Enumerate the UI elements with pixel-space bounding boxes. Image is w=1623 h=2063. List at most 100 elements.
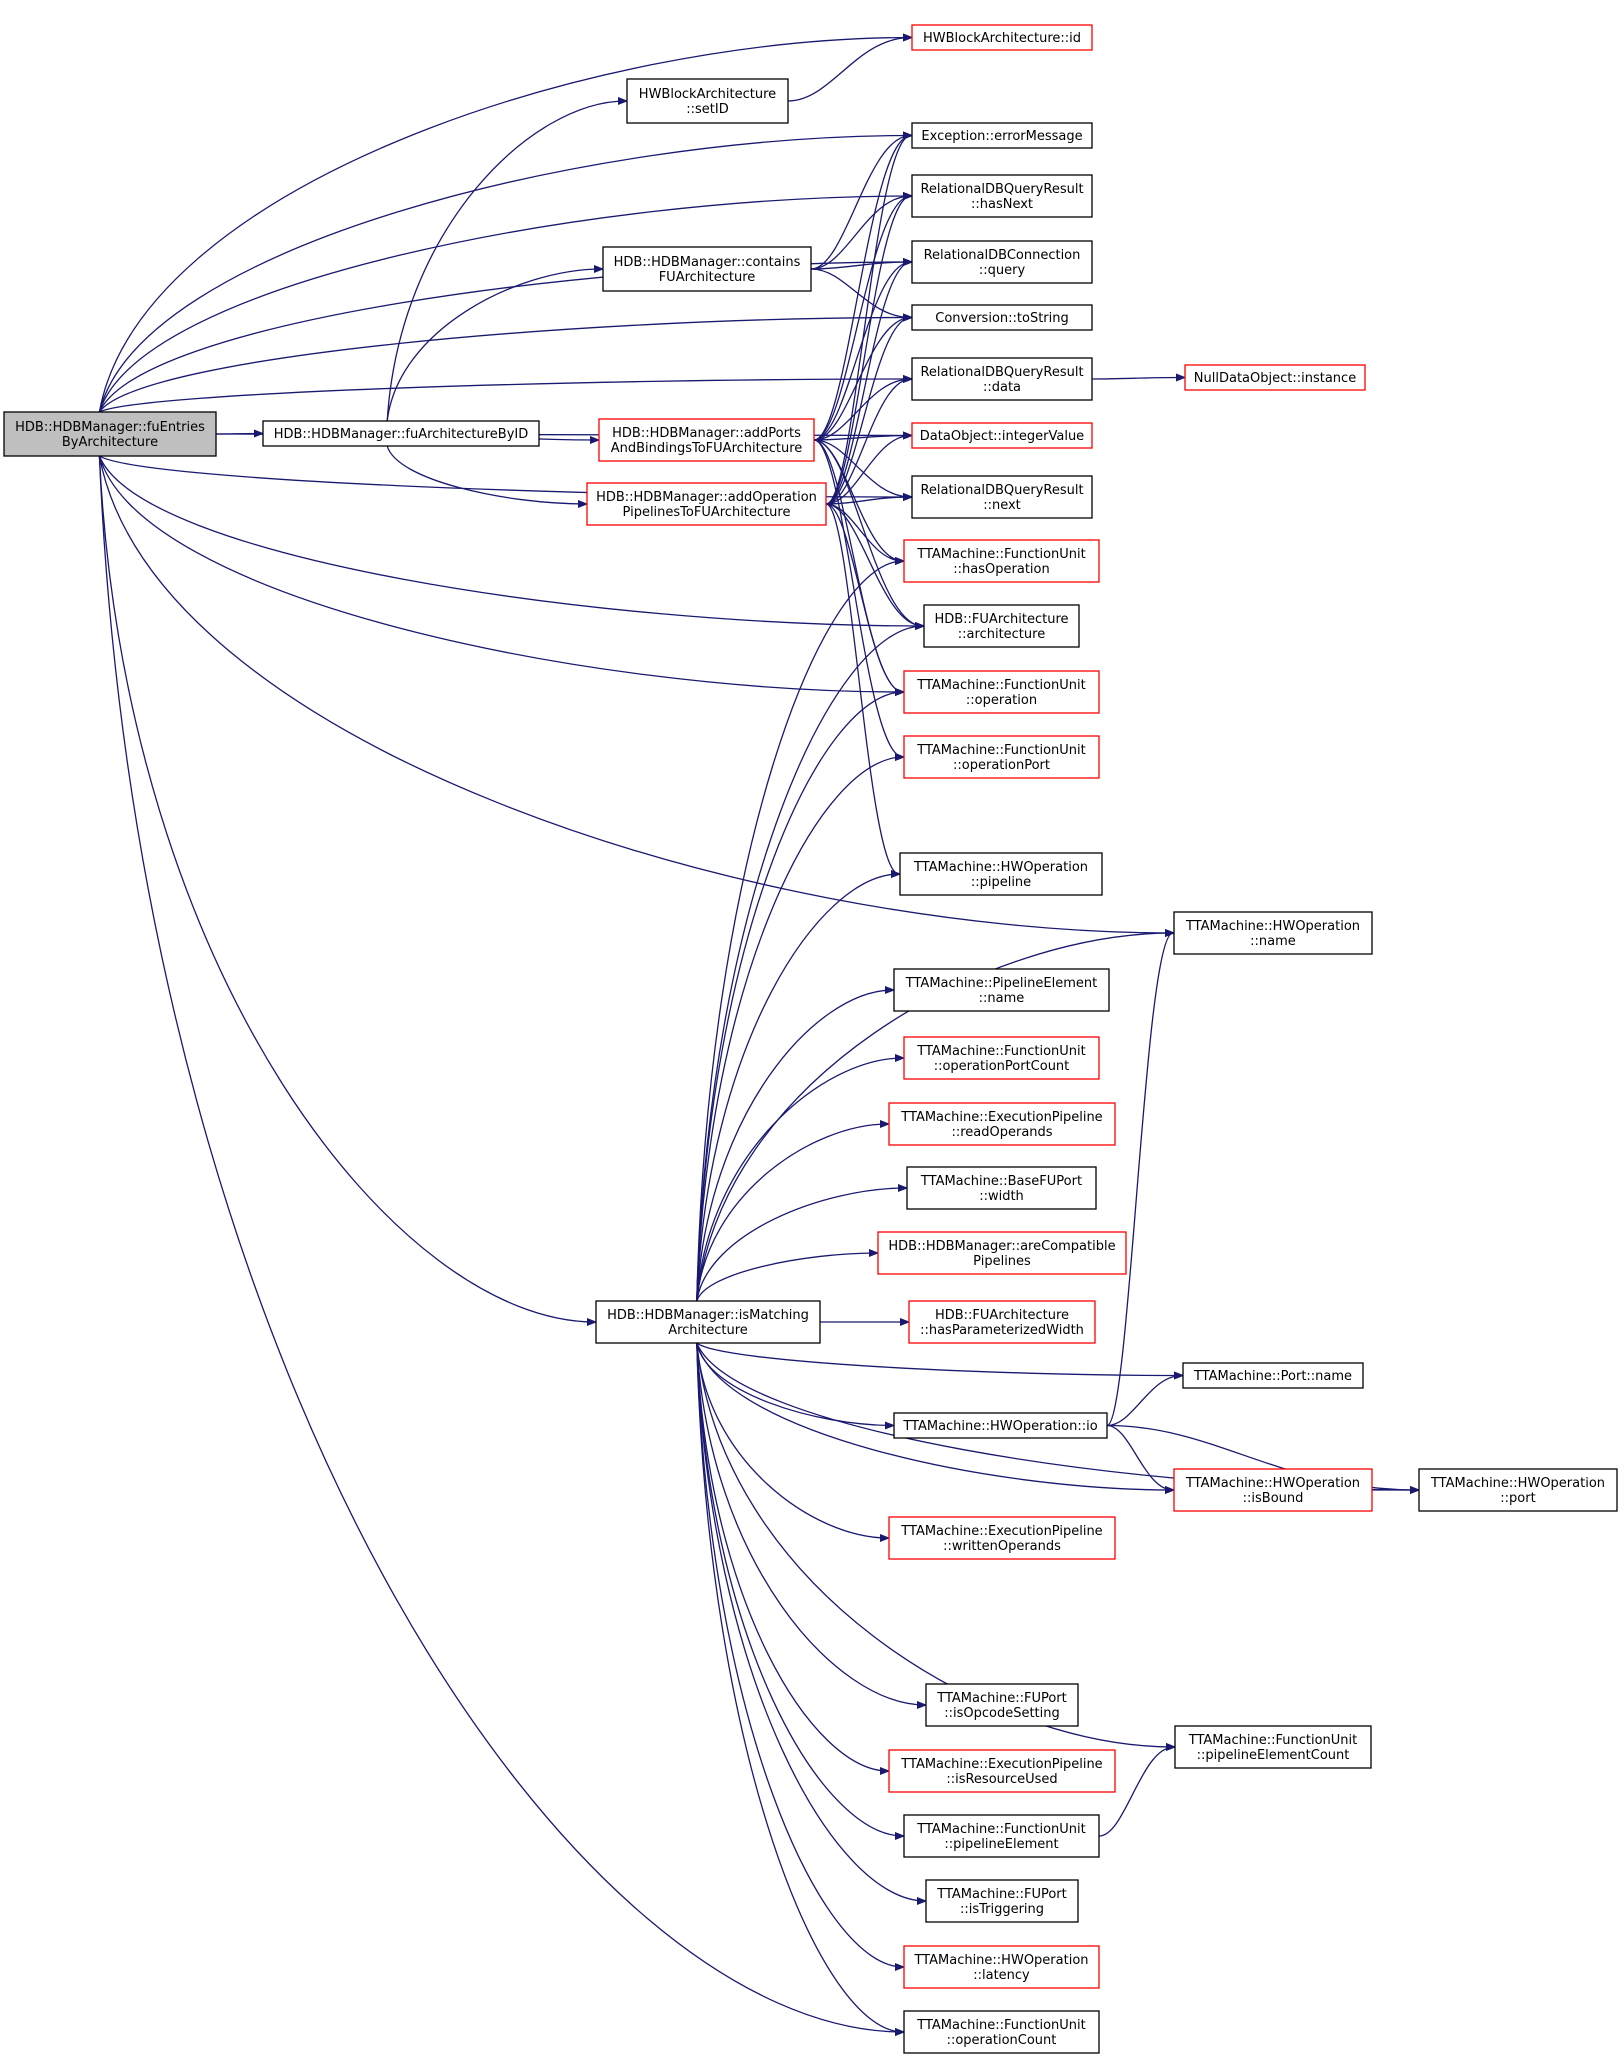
node-label: ::query — [979, 263, 1026, 278]
node-data[interactable]: RelationalDBQueryResult::data — [911, 357, 1093, 401]
node-bfWidth[interactable]: TTAMachine::BaseFUPort::width — [906, 1166, 1097, 1210]
edge-addPipes-to-errMsg — [825, 136, 911, 505]
node-label: NullDataObject::instance — [1194, 371, 1356, 386]
edge-fuArchById-to-hwSetId — [386, 101, 626, 422]
node-box — [888, 1102, 1116, 1146]
node-writtenOps[interactable]: TTAMachine::ExecutionPipeline::writtenOp… — [888, 1516, 1116, 1560]
node-label: HDB::HDBManager::fuArchitectureByID — [274, 427, 529, 442]
node-label: HDB::HDBManager::contains — [614, 255, 801, 270]
node-pipeline[interactable]: TTAMachine::HWOperation::pipeline — [899, 852, 1103, 896]
edge-hwIo-to-hwOpName — [1106, 933, 1173, 1427]
node-hwPort[interactable]: TTAMachine::HWOperation::port — [1418, 1468, 1618, 1512]
node-label: ::hasParameterizedWidth — [920, 1323, 1084, 1338]
node-label: RelationalDBQueryResult — [920, 483, 1083, 498]
edge-addPipes-to-intValue — [825, 436, 911, 505]
node-hwId[interactable]: HWBlockArchitecture::id — [911, 24, 1093, 51]
node-isBound[interactable]: TTAMachine::HWOperation::isBound — [1173, 1468, 1373, 1512]
edge-isMatching-to-opPort — [696, 757, 903, 1302]
node-label: TTAMachine::ExecutionPipeline — [900, 1757, 1102, 1772]
node-peName[interactable]: TTAMachine::PipelineElement::name — [893, 968, 1110, 1012]
node-fuArch[interactable]: HDB::FUArchitecture::architecture — [923, 604, 1080, 648]
node-label: ::operation — [966, 693, 1037, 708]
node-box — [598, 418, 815, 462]
node-isTrig[interactable]: TTAMachine::FUPort::isTriggering — [925, 1879, 1079, 1923]
node-label: ::operationPortCount — [934, 1059, 1070, 1074]
edge-isMatching-to-pipeElem — [696, 1342, 903, 1836]
edge-isMatching-to-hwOpName — [696, 933, 1173, 1302]
node-box — [903, 1945, 1100, 1989]
node-portName[interactable]: TTAMachine::Port::name — [1182, 1362, 1364, 1389]
node-label: HDB::HDBManager::fuEntries — [15, 420, 205, 435]
node-opPortCount[interactable]: TTAMachine::FunctionUnit::operationPortC… — [903, 1036, 1100, 1080]
node-box — [903, 2010, 1100, 2054]
node-readOps[interactable]: TTAMachine::ExecutionPipeline::readOpera… — [888, 1102, 1116, 1146]
node-label: ::readOperands — [951, 1125, 1052, 1140]
node-label: Pipelines — [973, 1254, 1031, 1269]
node-label: ::latency — [973, 1968, 1030, 1983]
edge-addPipes-to-toString — [825, 318, 911, 505]
edge-addPorts-to-intValue — [813, 436, 911, 441]
node-latency[interactable]: TTAMachine::HWOperation::latency — [903, 1945, 1100, 1989]
node-label: TTAMachine::PipelineElement — [905, 976, 1097, 991]
edge-addPorts-to-hasNext — [813, 196, 911, 441]
node-next[interactable]: RelationalDBQueryResult::next — [911, 475, 1093, 519]
node-label: HDB::HDBManager::areCompatible — [888, 1239, 1115, 1254]
node-peCount[interactable]: TTAMachine::FunctionUnit::pipelineElemen… — [1174, 1725, 1372, 1769]
node-hwOpName[interactable]: TTAMachine::HWOperation::name — [1173, 911, 1373, 955]
node-label: ::isTriggering — [960, 1902, 1044, 1917]
node-label: ::writtenOperands — [943, 1539, 1061, 1554]
node-hasParam[interactable]: HDB::FUArchitecture::hasParameterizedWid… — [908, 1300, 1096, 1344]
node-intValue[interactable]: DataObject::integerValue — [911, 422, 1093, 449]
edge-isMatching-to-opCount — [696, 1342, 903, 2032]
node-label: TTAMachine::FunctionUnit — [916, 743, 1085, 758]
node-addPipes[interactable]: HDB::HDBManager::addOperationPipelinesTo… — [586, 482, 827, 526]
edge-addPorts-to-opPort — [813, 439, 903, 757]
node-box — [906, 1166, 1097, 1210]
edge-addPipes-to-hasNext — [825, 196, 911, 505]
node-fuArchById[interactable]: HDB::HDBManager::fuArchitectureByID — [262, 420, 540, 447]
node-toString[interactable]: Conversion::toString — [911, 304, 1093, 331]
node-nullInst[interactable]: NullDataObject::instance — [1184, 364, 1366, 391]
node-label: FUArchitecture — [659, 270, 756, 285]
node-opPort[interactable]: TTAMachine::FunctionUnit::operationPort — [903, 735, 1100, 779]
edges-layer — [98, 38, 1418, 2033]
node-label: ::operationCount — [947, 2033, 1057, 2048]
node-isResUsed[interactable]: TTAMachine::ExecutionPipeline::isResourc… — [888, 1749, 1116, 1793]
node-hasOp[interactable]: TTAMachine::FunctionUnit::hasOperation — [903, 539, 1100, 583]
node-hasNext[interactable]: RelationalDBQueryResult::hasNext — [911, 174, 1093, 218]
edge-isMatching-to-peCount — [696, 1342, 1174, 1747]
node-query[interactable]: RelationalDBConnection::query — [911, 240, 1093, 284]
edge-root-to-fuArch — [98, 455, 923, 626]
node-hwIo[interactable]: TTAMachine::HWOperation::io — [893, 1412, 1108, 1439]
edge-addPipes-to-operation — [825, 503, 903, 692]
node-label: ::setID — [686, 102, 728, 117]
edge-addPipes-to-pipeline — [825, 503, 899, 874]
edge-isMatching-to-hasOp — [696, 561, 903, 1302]
node-isOpcode[interactable]: TTAMachine::FUPort::isOpcodeSetting — [925, 1683, 1079, 1727]
node-pipeElem[interactable]: TTAMachine::FunctionUnit::pipelineElemen… — [903, 1814, 1100, 1858]
edge-root-to-hwId — [98, 38, 911, 413]
node-label: ByArchitecture — [62, 435, 158, 450]
node-label: TTAMachine::FUPort — [936, 1887, 1066, 1902]
node-label: ::name — [1250, 934, 1296, 949]
node-box — [911, 24, 1093, 51]
node-label: ::pipeline — [971, 875, 1031, 890]
edge-root-to-hwOpName — [98, 455, 1173, 933]
node-label: ::data — [983, 380, 1021, 395]
node-box — [903, 539, 1100, 583]
node-opCount[interactable]: TTAMachine::FunctionUnit::operationCount — [903, 2010, 1100, 2054]
edge-hwIo-to-portName — [1106, 1376, 1182, 1427]
node-label: TTAMachine::ExecutionPipeline — [900, 1524, 1102, 1539]
node-errMsg[interactable]: Exception::errorMessage — [911, 122, 1093, 149]
edge-addPorts-to-next — [813, 439, 911, 497]
edge-isMatching-to-writtenOps — [696, 1342, 888, 1538]
node-hwSetId[interactable]: HWBlockArchitecture::setID — [626, 78, 789, 124]
node-box — [893, 1412, 1108, 1439]
node-addPorts[interactable]: HDB::HDBManager::addPortsAndBindingsToFU… — [598, 418, 815, 462]
node-label: TTAMachine::FunctionUnit — [916, 1044, 1085, 1059]
node-operation[interactable]: TTAMachine::FunctionUnit::operation — [903, 670, 1100, 714]
